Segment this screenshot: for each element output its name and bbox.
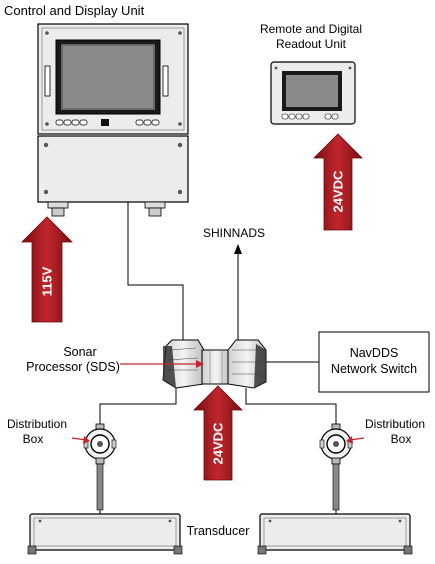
navdds-label-line2: Network Switch bbox=[330, 362, 418, 376]
remote-readout-label-line2: Readout Unit bbox=[275, 37, 347, 51]
navdds-network-switch bbox=[318, 331, 430, 393]
sds-power-label: 24VDC bbox=[210, 422, 226, 465]
sds-pointer bbox=[120, 360, 204, 368]
distribution-box-left bbox=[71, 423, 117, 511]
sonar-processor-sds bbox=[162, 339, 267, 389]
distribution-box-right bbox=[319, 423, 365, 511]
power-arrow-remote bbox=[313, 133, 363, 231]
control-display-unit-label: Control and Display Unit bbox=[4, 3, 145, 18]
cdu-power-label: 115V bbox=[39, 266, 55, 297]
shinnads-arrowhead bbox=[234, 244, 242, 254]
transducer-left bbox=[27, 513, 183, 555]
sonar-processor-label-line2: Processor (SDS) bbox=[26, 360, 120, 374]
distribution-box-left-label-line1: Distribution bbox=[6, 417, 68, 431]
power-arrow-cdu bbox=[21, 216, 73, 323]
remote-power-label: 24VDC bbox=[330, 170, 346, 213]
navdds-label-line1: NavDDS bbox=[349, 346, 399, 360]
distribution-box-left-label-line2: Box bbox=[22, 432, 44, 446]
sonar-processor-label-line1: Sonar bbox=[63, 345, 97, 359]
transducer-label: Transducer bbox=[186, 524, 250, 538]
shinnads-label: SHINNADS bbox=[203, 226, 266, 240]
distribution-box-right-label-line1: Distribution bbox=[364, 417, 426, 431]
control-display-unit bbox=[37, 23, 189, 217]
power-arrow-sds bbox=[193, 385, 243, 481]
remote-readout-unit bbox=[270, 61, 356, 125]
remote-readout-label-line1: Remote and Digital bbox=[259, 22, 363, 36]
distribution-box-right-label-line2: Box bbox=[390, 432, 412, 446]
transducer-right bbox=[257, 513, 413, 555]
